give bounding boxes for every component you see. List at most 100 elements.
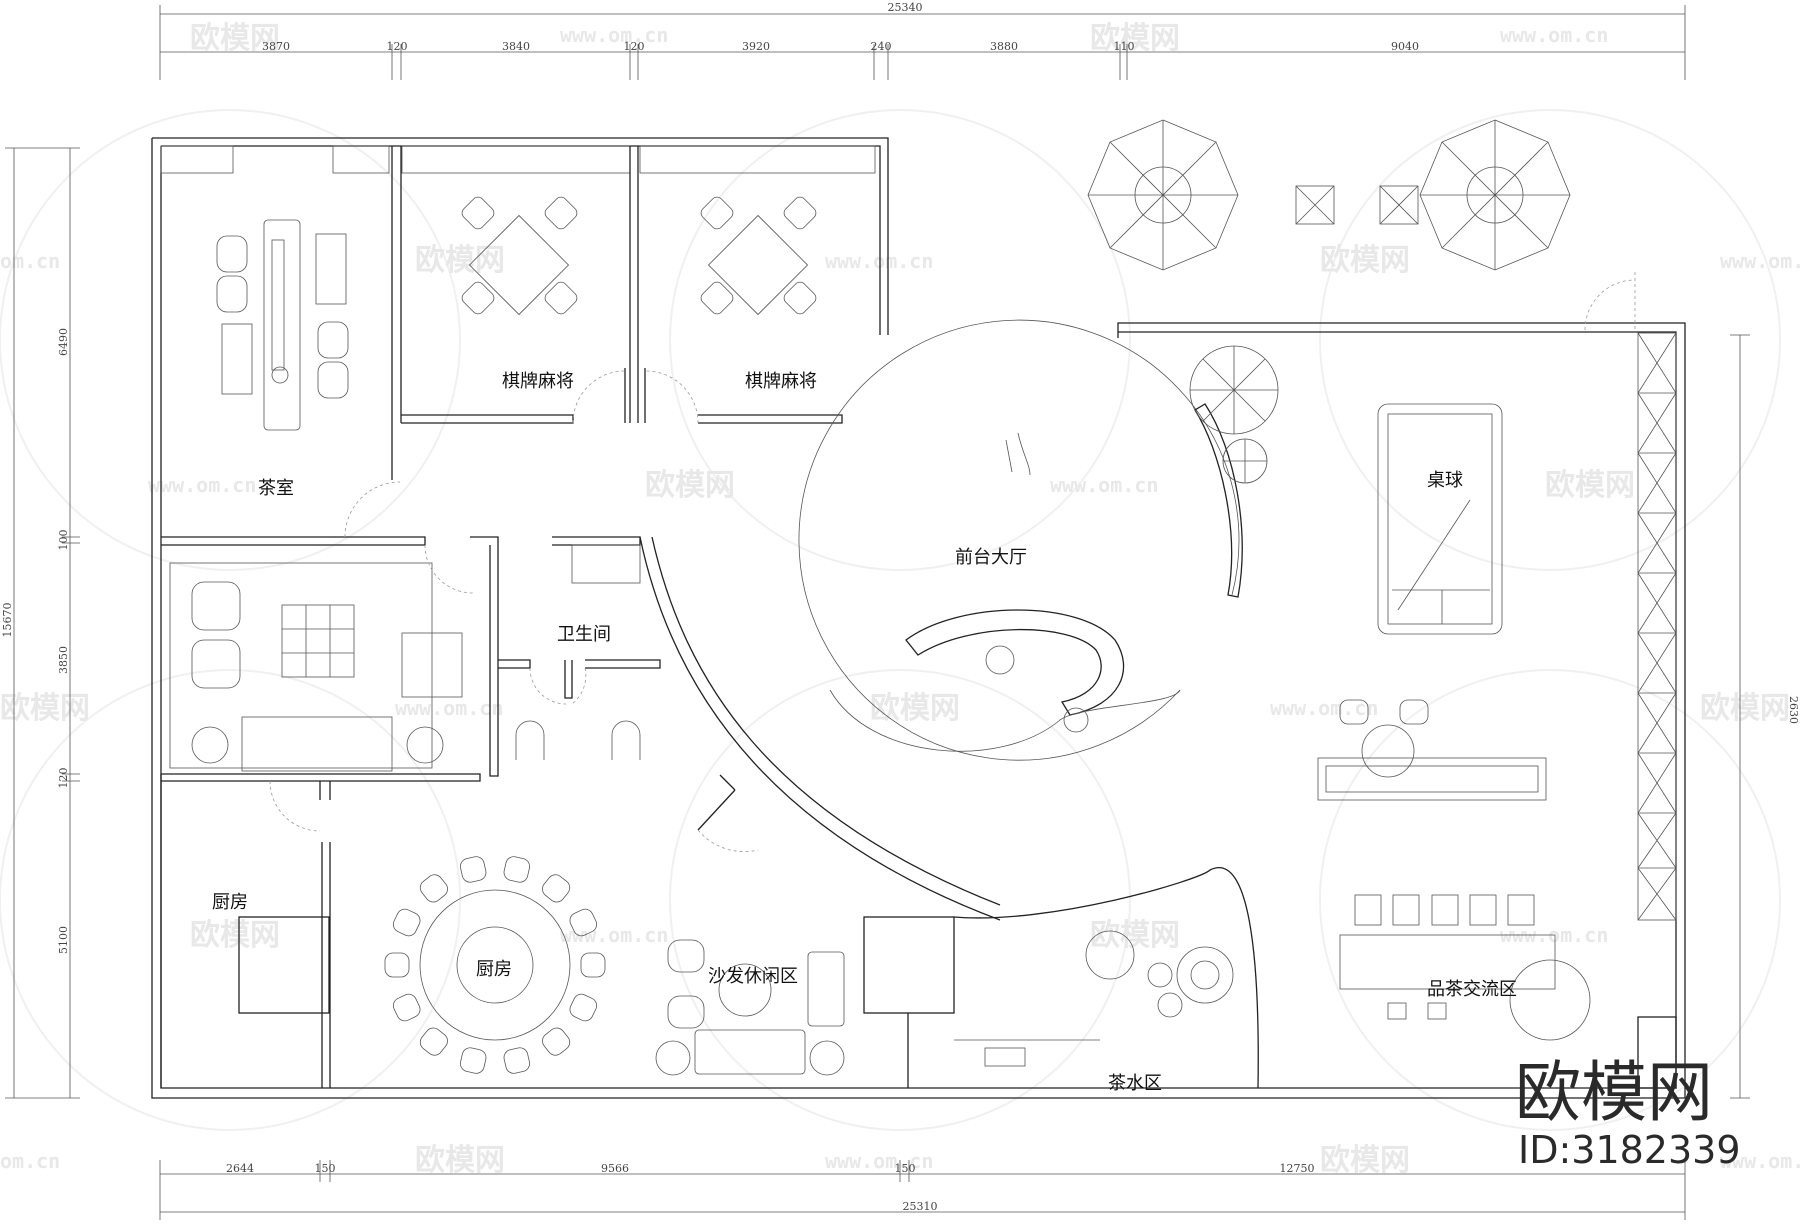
watermark-text: 欧模网 <box>1090 918 1180 953</box>
lounge-bench-right <box>1317 699 1547 801</box>
restroom-fixtures <box>515 720 641 760</box>
brand-logo-text: 欧模网 <box>1515 1054 1713 1131</box>
watermark-text: 欧模网 <box>645 468 735 503</box>
tea-room-furniture <box>216 219 349 431</box>
lobby-sunshades <box>1189 345 1279 484</box>
watermark-text: 欧模网 <box>190 918 280 953</box>
watermark-text: 欧模网 <box>1320 243 1410 278</box>
watermark-text: 欧模网 <box>415 1143 505 1178</box>
watermark-text: 欧模网 <box>0 691 90 726</box>
dim-left: 120 <box>57 768 70 789</box>
dining-chair <box>542 874 571 903</box>
watermark-url: www.om.cn <box>1270 696 1378 720</box>
room-label-tea-water: 茶水区 <box>1108 1073 1162 1094</box>
dining-chair <box>503 856 530 883</box>
dim-left: 6490 <box>57 328 70 356</box>
watermark-url: www.om.cn <box>1720 1149 1800 1173</box>
watermarks: 欧模网 www.om.cn 欧模网 www.om.cn om.cn 欧模网 ww… <box>0 21 1800 1178</box>
dim-top: 110 <box>1114 40 1135 53</box>
dim-right: 2630 <box>1787 696 1800 724</box>
room-label-lobby: 前台大厅 <box>955 547 1027 568</box>
dining-chair <box>580 952 606 978</box>
dim-left: 3850 <box>57 646 70 674</box>
brand-id: ID:3182339 <box>1518 1128 1741 1172</box>
mahjong-table-1 <box>461 196 578 316</box>
watermark-text: 欧模网 <box>1320 1143 1410 1178</box>
dining-chair <box>419 1027 448 1056</box>
sofa-area-furniture <box>655 939 845 1076</box>
tea-exchange-furniture <box>1339 894 1591 1041</box>
watermark-url: www.om.cn <box>560 23 668 47</box>
room-label-billiards: 桌球 <box>1427 470 1463 491</box>
room-label-kitchen-dining: 厨房 <box>476 959 512 980</box>
dining-chair <box>542 1027 571 1056</box>
watermark-url: www.om.cn <box>148 473 256 497</box>
lobby-area <box>798 319 1243 761</box>
watermark-url: www.om.cn <box>1050 473 1158 497</box>
dim-top: 3870 <box>262 40 290 53</box>
dining-chair <box>460 1047 487 1074</box>
dining-chair <box>392 908 421 937</box>
watermark-text: 欧模网 <box>190 21 280 56</box>
room-label-tea-room: 茶室 <box>258 478 294 499</box>
outdoor-umbrella-2 <box>1419 119 1571 271</box>
dim-bottom-total: 25310 <box>903 1200 938 1213</box>
dining-chair <box>460 856 487 883</box>
dining-chair <box>569 908 598 937</box>
mahjong-table-2 <box>700 196 817 316</box>
watermark-text: 欧模网 <box>415 243 505 278</box>
room-label-kitchen: 厨房 <box>212 892 248 913</box>
dim-top-total: 25340 <box>888 1 923 14</box>
room-label-restroom: 卫生间 <box>557 624 611 645</box>
dim-top: 240 <box>871 40 892 53</box>
watermark-url: www.om.cn <box>1720 249 1800 273</box>
watermark-text: 欧模网 <box>1700 691 1790 726</box>
dim-top: 3840 <box>502 40 530 53</box>
watermark-url: www.om.cn <box>395 696 503 720</box>
dim-top: 3920 <box>742 40 770 53</box>
outdoor-umbrella-1 <box>1087 119 1239 271</box>
dim-top: 3880 <box>990 40 1018 53</box>
brand-block: 欧模网 ID:3182339 <box>1515 1054 1741 1172</box>
watermark-url: www.om.cn <box>825 249 933 273</box>
watermark-text: 欧模网 <box>870 691 960 726</box>
dining-table <box>419 889 571 1041</box>
watermark-url: om.cn <box>0 1149 60 1173</box>
dining-chair <box>569 993 598 1022</box>
dim-left: 5100 <box>57 926 70 954</box>
watermark-text: 欧模网 <box>1090 21 1180 56</box>
dim-left: 100 <box>57 530 70 551</box>
watermark-text: 欧模网 <box>1545 468 1635 503</box>
dining-chair <box>392 993 421 1022</box>
dining-chair <box>419 874 448 903</box>
billiard-table <box>1377 403 1503 635</box>
dim-top: 120 <box>387 40 408 53</box>
room-label-sofa-area: 沙发休闲区 <box>708 966 798 987</box>
room-labels: 茶室 棋牌麻将 棋牌麻将 前台大厅 桌球 卫生间 厨房 厨房 沙发休闲区 品茶交… <box>212 371 1517 1094</box>
dim-top: 9040 <box>1391 40 1419 53</box>
dining-chair <box>503 1047 530 1074</box>
tea-water-furniture <box>984 930 1234 1067</box>
lounge-furniture <box>191 581 463 772</box>
dimension-lines <box>5 5 1750 1220</box>
outdoor-side-tables <box>1295 185 1419 225</box>
dim-bottom: 150 <box>895 1162 916 1175</box>
room-label-chess-2: 棋牌麻将 <box>745 371 817 392</box>
room-label-chess-1: 棋牌麻将 <box>502 371 574 392</box>
dim-bottom: 12750 <box>1280 1162 1315 1175</box>
dim-left-total: 15670 <box>1 603 14 638</box>
room-label-tea-exchange: 品茶交流区 <box>1427 979 1517 1000</box>
dining-chairs <box>384 856 606 1074</box>
dim-top: 120 <box>624 40 645 53</box>
watermark-url: om.cn <box>0 249 60 273</box>
walls <box>151 137 1686 1099</box>
watermark-url: www.om.cn <box>825 1149 933 1173</box>
watermark-url: www.om.cn <box>560 923 668 947</box>
dim-bottom: 2644 <box>226 1162 254 1175</box>
dining-chair <box>384 952 410 978</box>
door-swings <box>269 272 1636 852</box>
dim-bottom: 9566 <box>601 1162 629 1175</box>
dim-bottom: 150 <box>315 1162 336 1175</box>
